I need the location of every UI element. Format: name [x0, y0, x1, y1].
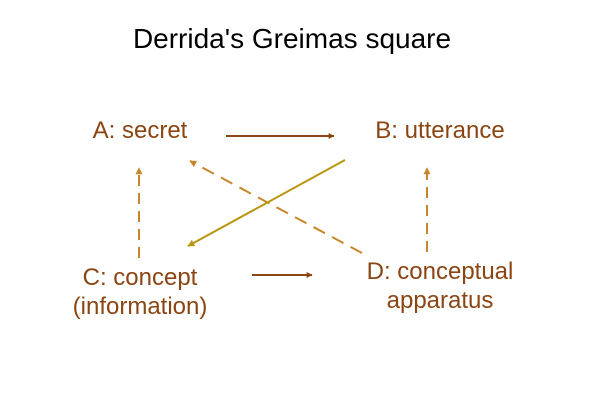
- diagram-title: Derrida's Greimas square: [132, 23, 452, 54]
- node-c-concept: C: concept (information): [40, 263, 240, 321]
- node-c-label-line-2: (information): [72, 293, 208, 320]
- node-d-label-line-1: D: conceptual: [366, 258, 514, 285]
- node-d-label-line-2: apparatus: [386, 287, 494, 314]
- arrow-d-to-a: [189, 160, 363, 254]
- node-c-label-line-1: C: concept: [82, 264, 198, 291]
- node-a-label: A: secret: [92, 117, 188, 144]
- node-a-secret: A: secret: [60, 116, 220, 145]
- node-d-conceptual-apparatus: D: conceptual apparatus: [340, 257, 540, 315]
- node-b-label: B: utterance: [375, 117, 505, 144]
- node-b-utterance: B: utterance: [350, 116, 530, 145]
- arrow-b-to-c: [187, 159, 346, 247]
